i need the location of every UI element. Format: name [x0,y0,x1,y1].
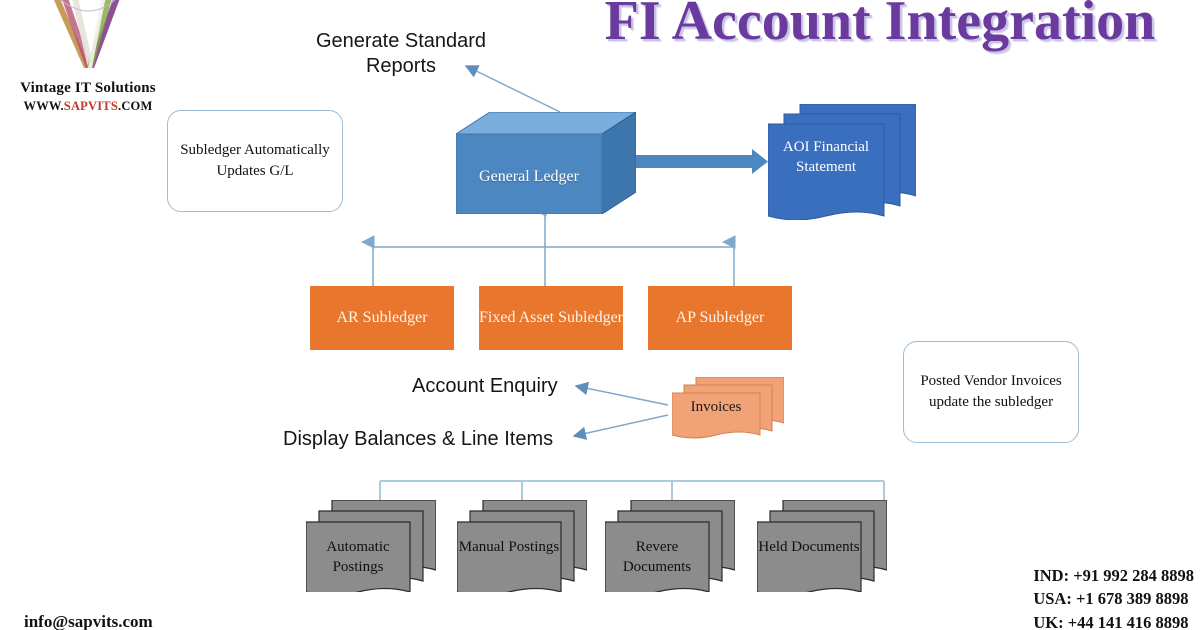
label-account-enquiry: Account Enquiry [412,375,558,397]
node-revere-documents[interactable]: Revere Documents [604,499,736,597]
node-automatic-postings-label: Automatic Postings [326,539,390,575]
contact-phone-ind: IND: +91 992 284 8898 [1033,566,1194,585]
node-ap-subledger[interactable]: AP Subledger [648,286,792,350]
url-suffix: .COM [118,99,153,113]
url-prefix: WWW. [23,99,64,113]
node-manual-postings[interactable]: Manual Postings [456,499,588,597]
label-display-balances: Display Balances & Line Items [283,428,554,450]
label-generate-standard-reports: Generate Standard Reports [315,30,487,77]
node-manual-postings-label: Manual Postings [458,539,560,555]
node-aoi-label: AOI Financial Statement [782,139,870,176]
contact-phone-usa: USA: +1 678 389 8898 [1033,589,1189,609]
node-held-documents[interactable]: Held Documents [756,499,888,597]
node-revere-documents-label: Revere Documents [622,539,692,575]
page-title: FI Account Integration [604,0,1156,52]
vintage-v-logo-icon [53,0,120,68]
node-ar-subledger[interactable]: AR Subledger [310,286,454,350]
callout-posted-vendor: Posted Vendor Invoices update the subled… [903,341,1079,443]
url-accent: SAPVITS [63,99,118,113]
contact-phone-uk: UK: +44 141 416 8898 [1033,612,1189,630]
node-invoices[interactable]: Invoices [671,376,785,439]
node-general-ledger-label: General Ledger [479,168,579,185]
company-url: WWW.SAPVITS.COM [0,99,176,114]
node-automatic-postings[interactable]: Automatic Postings [305,499,437,597]
node-aoi-financial-statement[interactable]: AOI Financial Statement [767,103,917,221]
contact-email[interactable]: info@sapvits.com [24,612,153,630]
node-general-ledger[interactable]: General Ledger [456,112,636,214]
node-held-documents-label: Held Documents [758,539,860,555]
node-invoices-label: Invoices [690,399,742,415]
contact-phones: IND: +91 992 284 8898 USA: +1 678 389 88… [1033,564,1194,630]
callout-subledger-updates: Subledger Automatically Updates G/L [167,110,343,212]
node-fixed-asset-subledger[interactable]: Fixed Asset Subledger [479,286,623,350]
company-name: Vintage IT Solutions [20,80,156,96]
